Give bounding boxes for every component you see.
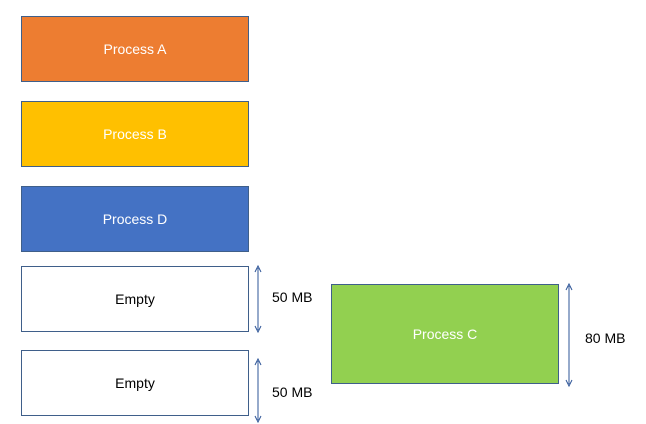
process-c-arrowhead-bottom xyxy=(565,379,573,388)
empty-block-1-arrowhead-top xyxy=(254,264,262,273)
empty-block-2-arrowhead-bottom xyxy=(254,415,262,424)
empty-block-1-label: Empty xyxy=(115,291,155,307)
empty-block-2-size-label: 50 MB xyxy=(272,384,313,400)
process-b-label: Process B xyxy=(103,126,167,142)
empty-block-2-label: Empty xyxy=(115,375,155,391)
process-a-label: Process A xyxy=(103,41,167,57)
process-d-block: Process D xyxy=(21,186,249,252)
process-d-label: Process D xyxy=(102,211,168,227)
empty-block-1-arrowhead-bottom xyxy=(254,325,262,334)
process-c-block: Process C xyxy=(331,284,559,384)
empty-block-1: Empty xyxy=(21,266,249,332)
process-c-arrowhead-top xyxy=(565,282,573,291)
empty-block-2: Empty xyxy=(21,350,249,416)
empty-block-2-arrowhead-top xyxy=(254,357,262,366)
empty-block-1-size-label: 50 MB xyxy=(272,289,313,305)
process-a-block: Process A xyxy=(21,16,249,82)
process-c-size-label: 80 MB xyxy=(585,330,626,346)
process-b-block: Process B xyxy=(21,101,249,167)
process-c-label: Process C xyxy=(412,326,478,342)
